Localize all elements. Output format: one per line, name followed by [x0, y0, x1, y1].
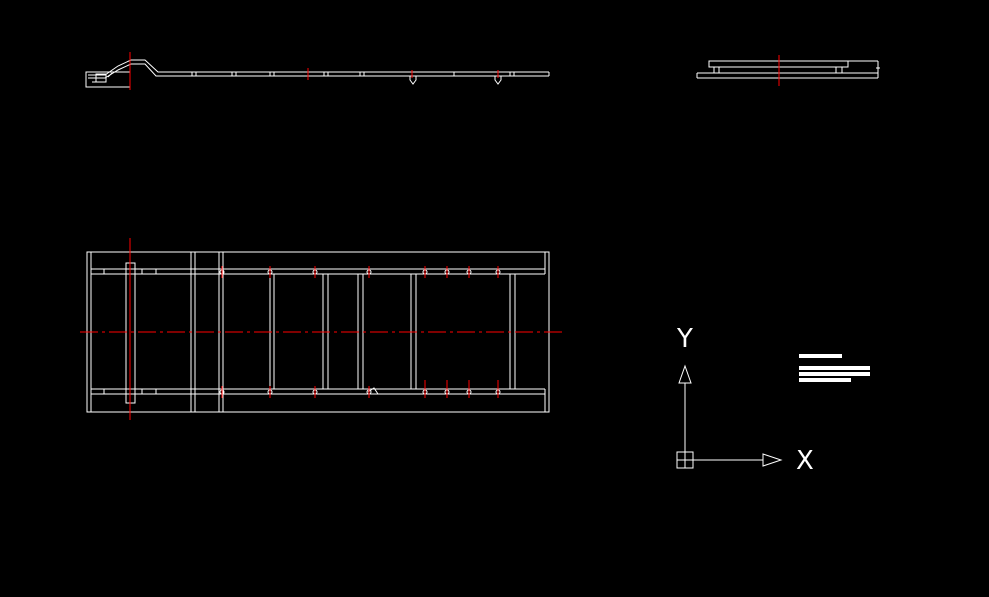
arrow-up-icon — [678, 364, 692, 384]
notes-block[interactable] — [799, 354, 870, 382]
ucs-icon — [676, 364, 783, 469]
side-elevation-view[interactable] — [85, 59, 550, 88]
side-elevation-centerlines — [129, 52, 499, 90]
note-line-1 — [799, 354, 842, 358]
note-line-3 — [799, 372, 870, 376]
ucs-x-axis-label: X — [796, 446, 814, 476]
ucs-y-axis-label: Y — [677, 324, 693, 354]
note-line-4 — [799, 378, 851, 382]
note-line-2 — [799, 366, 870, 370]
arrow-right-icon — [762, 453, 783, 467]
plan-view-centerlines — [80, 238, 563, 420]
